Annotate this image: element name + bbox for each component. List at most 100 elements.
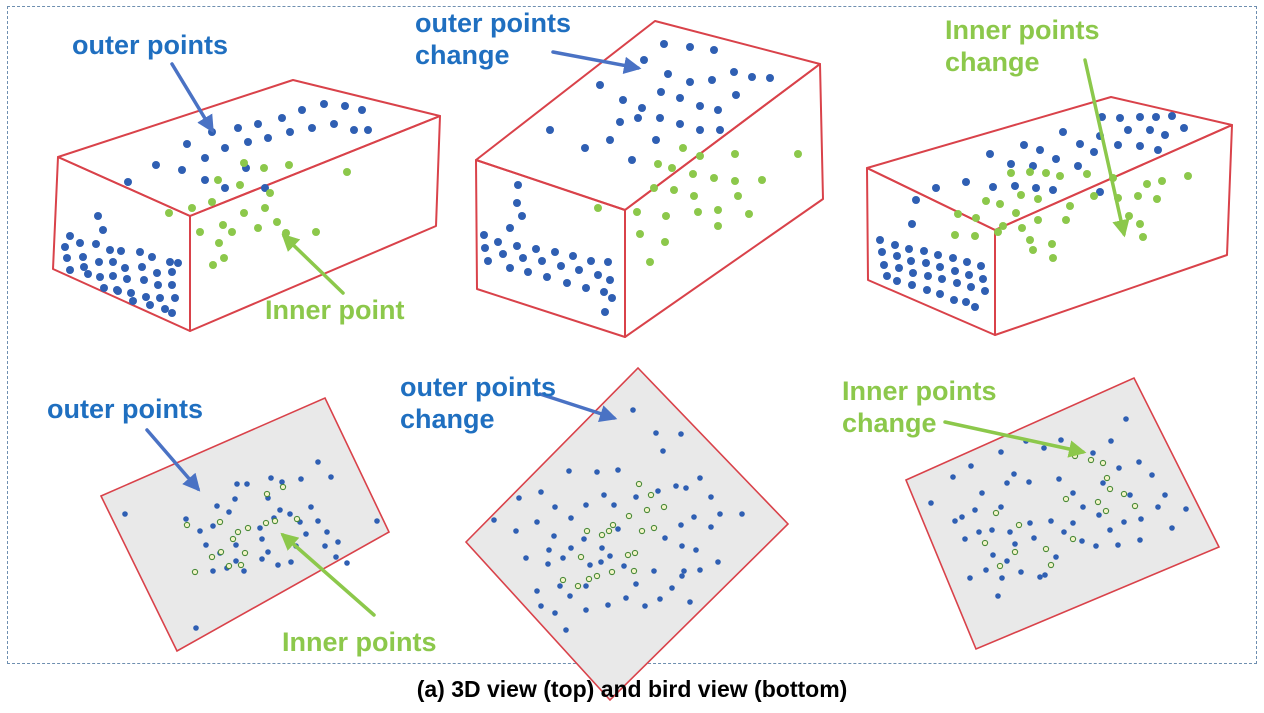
point-inner-box-3 (1090, 192, 1098, 200)
point-outer-box-1 (264, 134, 272, 142)
point-outer-bev-1 (265, 549, 271, 555)
point-outer-bev-3 (990, 552, 996, 558)
point-outer-bev-2 (679, 573, 685, 579)
point-outer-bev-2 (607, 553, 613, 559)
point-outer-box-2 (730, 68, 738, 76)
point-inner-box-2 (734, 192, 742, 200)
point-outer-box-1 (66, 232, 74, 240)
point-inner-box-2 (714, 206, 722, 214)
point-outer-bev-2 (679, 543, 685, 549)
point-inner-bev-3 (1102, 507, 1110, 515)
point-inner-box-3 (1062, 216, 1070, 224)
point-outer-box-2 (686, 78, 694, 86)
label-outer-points-3d-1: outer points (72, 30, 228, 60)
point-outer-bev-3 (1061, 529, 1067, 535)
point-inner-box-3 (1007, 169, 1015, 177)
point-outer-box-3 (1020, 141, 1028, 149)
point-outer-box-1 (92, 240, 100, 248)
point-outer-box-3 (1074, 162, 1082, 170)
point-outer-box-2 (484, 257, 492, 265)
point-outer-bev-3 (1027, 520, 1033, 526)
point-inner-bev-2 (574, 582, 582, 590)
point-outer-box-1 (79, 253, 87, 261)
point-outer-bev-3 (1048, 518, 1054, 524)
point-inner-bev-2 (559, 576, 567, 584)
point-outer-box-1 (201, 176, 209, 184)
point-outer-box-1 (308, 124, 316, 132)
point-inner-bev-3 (1131, 502, 1139, 510)
point-outer-bev-2 (673, 483, 679, 489)
point-inner-bev-3 (1011, 548, 1019, 556)
label-inner-points-change-3d-3: Inner points change (945, 15, 1100, 77)
point-outer-box-1 (358, 106, 366, 114)
point-outer-box-1 (100, 284, 108, 292)
point-outer-box-3 (924, 272, 932, 280)
point-outer-bev-1 (374, 518, 380, 524)
point-outer-bev-2 (615, 467, 621, 473)
point-outer-box-3 (977, 262, 985, 270)
point-inner-bev-3 (1099, 459, 1107, 467)
point-outer-bev-1 (335, 539, 341, 545)
point-outer-box-3 (967, 283, 975, 291)
point-inner-box-3 (1139, 233, 1147, 241)
point-outer-bev-3 (1138, 516, 1144, 522)
point-outer-bev-1 (279, 479, 285, 485)
point-inner-bev-2 (609, 521, 617, 529)
point-outer-bev-1 (322, 543, 328, 549)
point-outer-bev-1 (241, 568, 247, 574)
point-outer-box-2 (638, 104, 646, 112)
point-outer-bev-3 (928, 500, 934, 506)
point-outer-box-3 (950, 296, 958, 304)
point-outer-bev-3 (1093, 543, 1099, 549)
point-outer-bev-1 (315, 518, 321, 524)
point-outer-bev-2 (660, 448, 666, 454)
point-outer-box-2 (708, 76, 716, 84)
point-inner-box-1 (228, 228, 236, 236)
point-outer-box-1 (76, 239, 84, 247)
box-1-face-2 (189, 115, 441, 332)
box-outlines (52, 20, 1233, 338)
point-inner-box-1 (236, 181, 244, 189)
point-outer-box-3 (951, 267, 959, 275)
point-outer-bev-3 (1042, 572, 1048, 578)
point-outer-box-1 (127, 289, 135, 297)
point-outer-box-2 (514, 181, 522, 189)
point-inner-bev-1 (237, 561, 245, 569)
point-outer-box-1 (84, 270, 92, 278)
point-outer-bev-1 (183, 516, 189, 522)
point-outer-box-2 (628, 156, 636, 164)
point-inner-box-3 (1184, 172, 1192, 180)
point-outer-box-2 (606, 276, 614, 284)
label-outer-points-bev-1: outer points (47, 394, 203, 424)
point-inner-box-3 (1026, 168, 1034, 176)
point-inner-box-2 (654, 160, 662, 168)
point-outer-bev-3 (1162, 492, 1168, 498)
point-inner-box-3 (951, 231, 959, 239)
point-outer-bev-2 (545, 561, 551, 567)
point-inner-bev-2 (593, 572, 601, 580)
point-outer-box-2 (660, 40, 668, 48)
point-outer-box-3 (934, 251, 942, 259)
point-outer-bev-3 (1041, 445, 1047, 451)
point-inner-box-3 (1066, 202, 1074, 210)
point-inner-box-2 (731, 150, 739, 158)
point-inner-bev-2 (631, 549, 639, 557)
point-outer-bev-3 (1107, 527, 1113, 533)
point-inner-box-3 (972, 214, 980, 222)
point-inner-box-3 (1136, 220, 1144, 228)
label-inner-point-3d-1: Inner point (265, 295, 405, 325)
point-outer-box-1 (168, 268, 176, 276)
arrow-outer-points-bev-1 (145, 428, 201, 492)
point-outer-bev-3 (1121, 519, 1127, 525)
point-inner-box-1 (220, 254, 228, 262)
point-outer-box-3 (912, 196, 920, 204)
box-1-face-0 (57, 79, 441, 217)
point-outer-box-3 (953, 279, 961, 287)
point-outer-box-2 (532, 245, 540, 253)
point-outer-box-3 (979, 275, 987, 283)
point-inner-bev-1 (191, 568, 199, 576)
point-inner-bev-3 (1015, 521, 1023, 529)
point-outer-bev-1 (328, 474, 334, 480)
point-outer-bev-2 (653, 430, 659, 436)
